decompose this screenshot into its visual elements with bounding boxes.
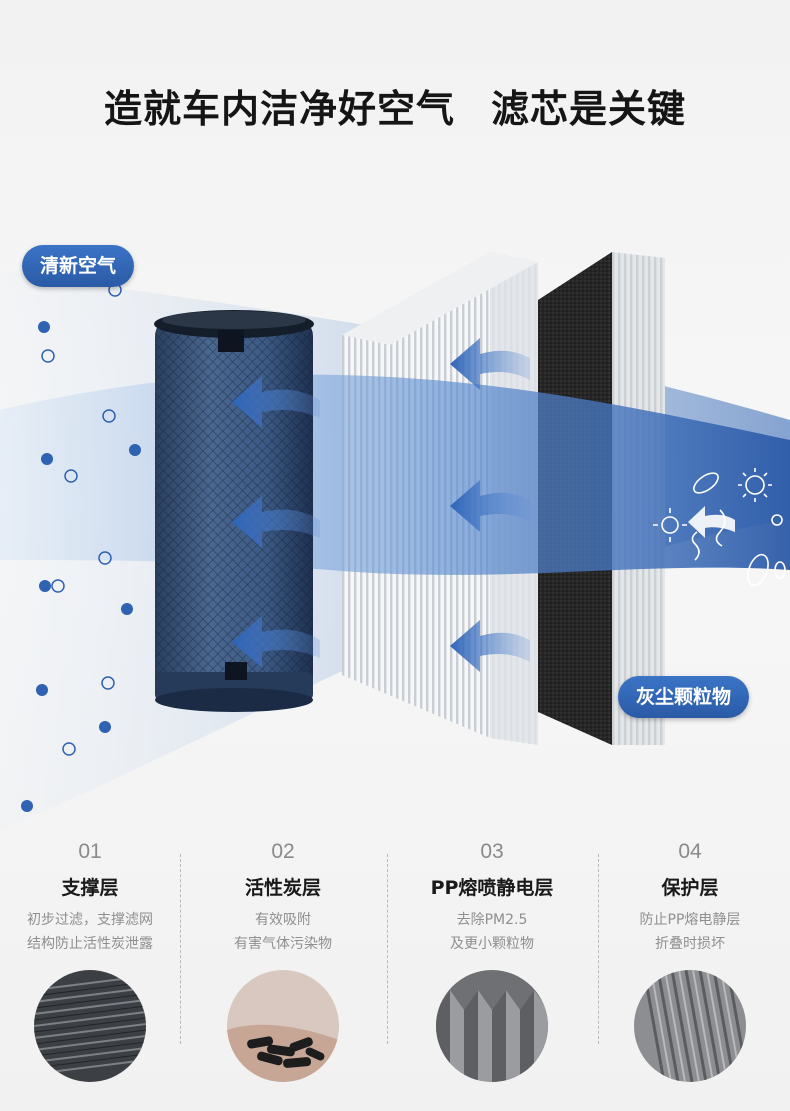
layer-name: PP熔喷静电层 [430,877,554,899]
germ-icons [653,468,786,587]
layer-number: 04 [678,840,702,863]
headline-part-2: 滤芯是关键 [491,87,687,131]
filter-illustration [0,252,790,830]
layer-number: 03 [480,840,504,863]
layer-name: 支撑层 [61,877,119,899]
layer-name: 活性炭层 [244,877,321,899]
layer-number: 01 [78,840,102,863]
layer-number: 02 [271,840,295,863]
layer-description-line: 折叠时损坏 [655,936,725,952]
activated-carbon-image [227,970,339,1082]
protective-layer-image [634,970,746,1082]
divider [387,854,388,1044]
pleated-filter-image [436,970,548,1082]
layer-pp-meltblown: 03 PP熔喷静电层 去除PM2.5 及更小颗粒物 [402,836,582,1082]
cylinder-filter [154,310,314,712]
layer-description: 初步过滤，支撑滤网 结构防止活性炭泄露 [0,908,180,962]
layer-description-line: 防止PP熔电静层 [639,912,741,928]
layer-description-line: 初步过滤，支撑滤网 [27,912,153,928]
layer-carbon: 02 活性炭层 有效吸附 有害气体污染物 [193,836,373,1082]
layer-support: 01 支撑层 初步过滤，支撑滤网 结构防止活性炭泄露 [0,836,180,1082]
fresh-air-particles [21,283,141,812]
layer-description-line: 有害气体污染物 [234,936,332,952]
layer-description: 有效吸附 有害气体污染物 [193,908,373,962]
layer-description-line: 去除PM2.5 [456,912,528,928]
wire-mesh-image [34,970,146,1082]
headline-part-1: 造就车内洁净好空气 [103,87,455,131]
layer-name: 保护层 [661,877,719,899]
layer-description: 去除PM2.5 及更小颗粒物 [402,908,582,962]
fresh-air-label: 清新空气 [22,245,135,287]
layer-description: 防止PP熔电静层 折叠时损坏 [600,908,780,962]
layer-description-line: 及更小颗粒物 [450,936,534,952]
dust-label: 灰尘颗粒物 [618,676,750,718]
flow-arrows [232,338,735,672]
layer-description-line: 有效吸附 [255,912,311,928]
divider [180,854,181,1044]
layer-description-line: 结构防止活性炭泄露 [27,936,153,952]
filter-layers: 01 支撑层 初步过滤，支撑滤网 结构防止活性炭泄露 02 活性炭层 有效吸附 … [0,836,790,1111]
layer-protective: 04 保护层 防止PP熔电静层 折叠时损坏 [600,836,780,1082]
page-title: 造就车内洁净好空气滤芯是关键 [0,78,790,133]
divider [598,854,599,1044]
